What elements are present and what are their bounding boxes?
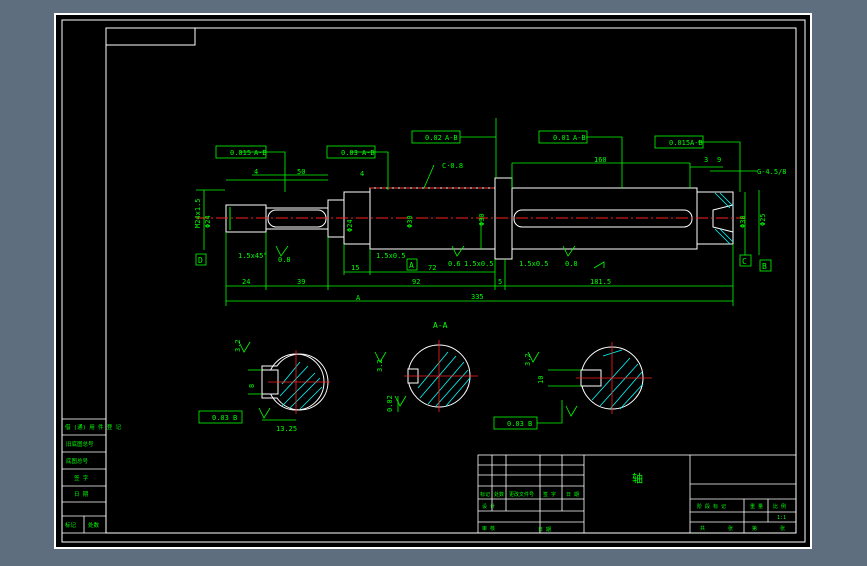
dia-mid: Φ30	[406, 215, 414, 228]
inner-border	[105, 27, 797, 534]
sec1-depth: 13.25	[276, 425, 297, 433]
dim-5: 5	[498, 278, 502, 286]
dim-3: 3	[704, 156, 708, 164]
datum-b: B	[762, 262, 767, 271]
dim-4a: 4	[254, 168, 258, 176]
drawing-sheet	[54, 13, 812, 549]
scale-value: 1:1	[777, 515, 786, 521]
dim-92: 92	[412, 278, 420, 286]
review: 审 核	[482, 525, 495, 532]
rough-1: 0.8	[278, 256, 291, 264]
chamfer-3: 1.5x0.5	[464, 260, 494, 268]
rough-3: 0.8	[565, 260, 578, 268]
rev-head-2: 更改文件号	[509, 491, 534, 498]
rev-head-1: 处数	[494, 491, 504, 498]
sec3-width: 10	[537, 376, 545, 384]
section-3	[527, 342, 652, 424]
drawing-title: 轴	[632, 471, 643, 485]
tol-2-value: 0.03	[341, 149, 358, 157]
rev-head-3: 签 字	[543, 491, 556, 498]
sec1-tol: 0.03	[212, 414, 229, 422]
dim-39: 39	[297, 278, 305, 286]
sec1-width: 8	[248, 384, 256, 388]
left-bottom-0: 标记	[65, 521, 77, 529]
tol-5-value: 0.015	[669, 139, 690, 147]
weight-label: 重 量	[750, 503, 763, 510]
dim-335: 335	[471, 293, 484, 301]
dia-right: Φ30	[739, 215, 747, 228]
section-label: A-A	[433, 321, 448, 330]
tol-3-ref: A-B	[445, 134, 458, 142]
sheet-num: 第	[752, 525, 757, 532]
sec1-rough: 3.2	[234, 339, 242, 352]
datum-d: D	[198, 256, 203, 265]
tol-4-ref: A-B	[573, 134, 586, 142]
leader-lines	[240, 136, 757, 192]
sec3-rough: 3.2	[524, 353, 532, 366]
scale-label: 比 例	[773, 503, 786, 510]
datum-a: A	[409, 261, 414, 270]
sec2-rough: 3.2	[376, 359, 384, 372]
chamfer-1: 1.5x45°	[238, 252, 268, 260]
title-block	[477, 454, 797, 534]
dim-160: 160	[594, 156, 607, 164]
designer: 设 计	[482, 503, 495, 510]
rev-head-4: 日 期	[566, 492, 579, 498]
dim-24: 24	[242, 278, 250, 286]
left-col-0: 借 (通) 用 件 登 记	[65, 423, 122, 431]
left-bottom-1: 处数	[88, 521, 100, 529]
tol-5-ref: A-B	[690, 139, 703, 147]
sec3-tol: 0.03	[507, 420, 524, 428]
sec1-tol-ref: B	[233, 414, 237, 422]
dim-15: 15	[351, 264, 359, 272]
rough-2: 0.6	[448, 260, 461, 268]
left-col-2: 底图总号	[66, 457, 89, 465]
section-2	[374, 340, 478, 412]
dim-72: 72	[428, 264, 436, 272]
chamfer-label: C·0.8	[442, 162, 463, 170]
datum-boxes	[195, 253, 772, 272]
sheet-total: 共	[700, 525, 705, 532]
thread-left: M24x1.5	[194, 198, 202, 228]
sec3-tol-ref: B	[528, 420, 532, 428]
dim-4b: 4	[360, 170, 364, 178]
dia-left: Φ24	[204, 215, 212, 228]
tol-3-value: 0.02	[425, 134, 442, 142]
tol-4-value: 0.01	[553, 134, 570, 142]
rev-head-0: 标记	[480, 491, 490, 498]
dia-shoulder: Φ30	[478, 213, 486, 226]
chamfer-4: 1.5x0.5	[519, 260, 549, 268]
dimension-lines	[196, 118, 760, 306]
stage-label: 阶 段 标 记	[697, 503, 726, 510]
roughness-symbols	[275, 245, 605, 269]
datum-c: C	[742, 257, 747, 266]
left-col-1: 旧底图总号	[66, 440, 94, 448]
dia-end: Φ25	[759, 213, 767, 226]
outer-border	[61, 19, 806, 543]
tol-2-ref: A-B	[362, 149, 375, 157]
dia-collar: Φ24	[346, 219, 354, 232]
view-marker: A	[356, 294, 361, 302]
dim-1815: 181.5	[590, 278, 611, 286]
left-col-3: 签 字	[74, 474, 89, 482]
date-label: 日 期	[538, 527, 551, 533]
sheet-label: 张	[728, 525, 733, 532]
left-col-4: 日 期	[74, 491, 89, 498]
chamfer-2: 1.5x0.5	[376, 252, 406, 260]
dim-50: 50	[297, 168, 305, 176]
section-1	[238, 341, 330, 421]
center-hole-hatch	[714, 192, 734, 245]
dimension-texts: 4 50 4 160 3 9 24 39 92 15 72 5 181.5 33…	[238, 156, 787, 302]
sheet-num-label: 张	[780, 525, 785, 532]
left-record-block	[61, 418, 107, 534]
center-hole-label: G-4.5/8	[757, 168, 787, 176]
tol-1-ref: A-B	[254, 149, 267, 157]
tolerance-texts: 0.015 A-B 0.03 A-B 0.02 A-B 0.01 A-B 0.0…	[230, 134, 703, 157]
code-box	[105, 27, 196, 46]
dim-9: 9	[717, 156, 721, 164]
tol-1-value: 0.015	[230, 149, 251, 157]
sec2-tol: 0.02	[386, 395, 394, 412]
